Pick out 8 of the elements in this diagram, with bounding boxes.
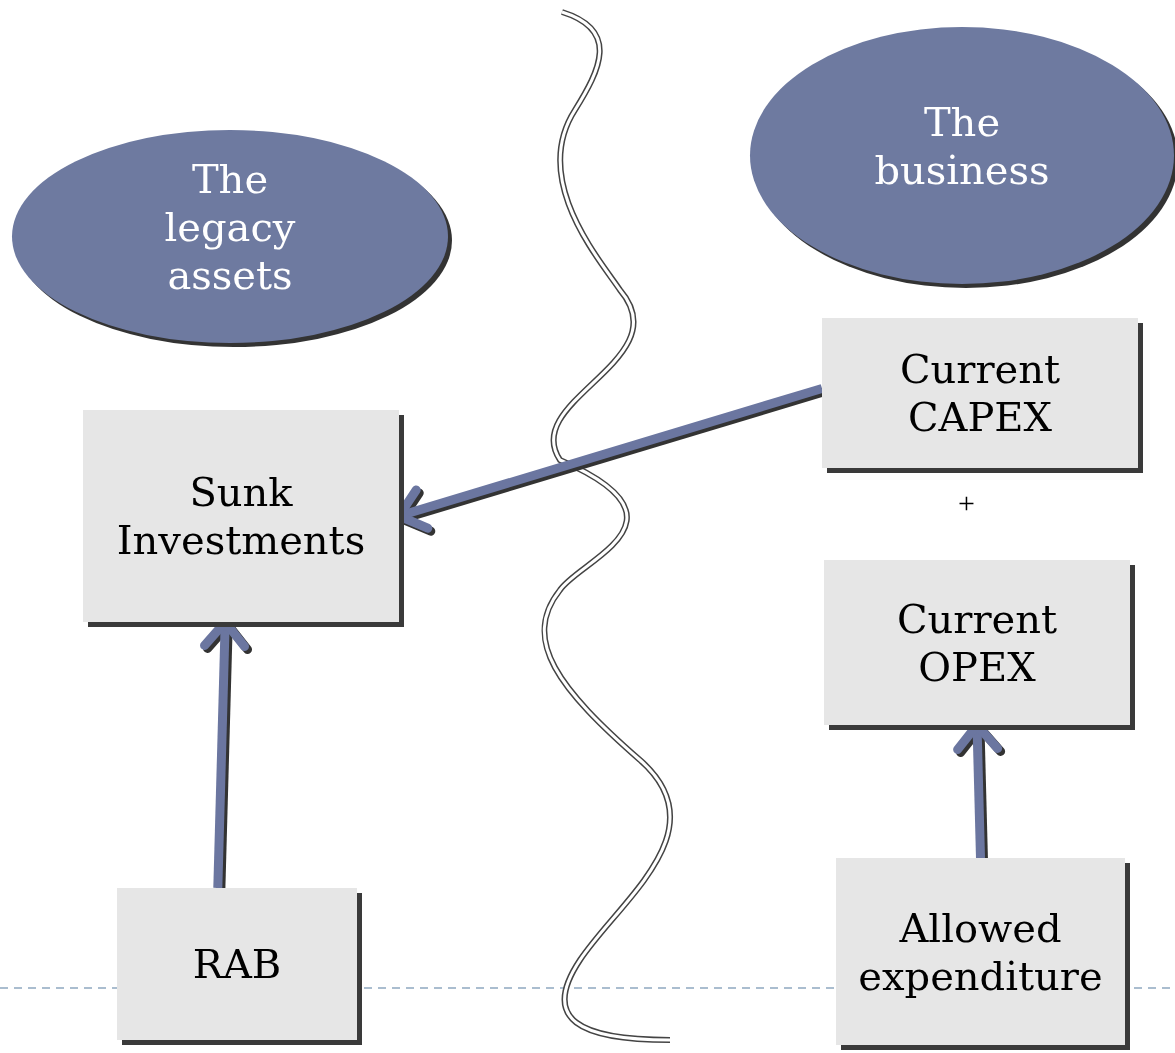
plus-sign: + xyxy=(958,486,975,520)
node-label: Allowed expenditure xyxy=(857,903,1104,1000)
node-label: Sunk Investments xyxy=(115,468,367,564)
node-label: Current OPEX xyxy=(895,594,1059,691)
node-label: Current CAPEX xyxy=(898,345,1062,441)
node-label: The business xyxy=(873,97,1051,194)
node-label: The legacy assets xyxy=(163,154,297,299)
node-label: RAB xyxy=(192,940,282,988)
